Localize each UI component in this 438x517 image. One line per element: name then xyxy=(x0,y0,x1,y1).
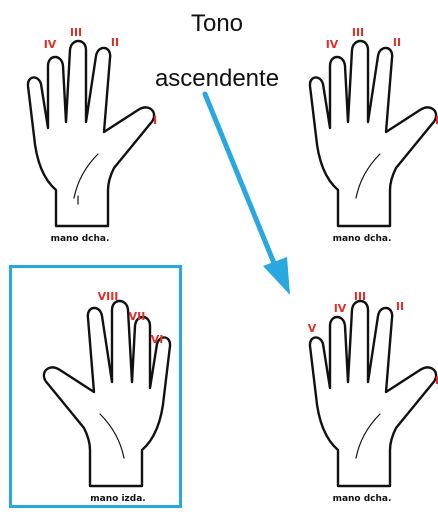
title-line-1: Tono xyxy=(191,10,243,38)
hand-top-left: IV III II I mano dcha. xyxy=(18,28,178,248)
finger-label-middle: III xyxy=(70,26,82,39)
finger-label-index: VIII xyxy=(98,290,119,303)
finger-label-thumb: I xyxy=(153,114,157,127)
hand-caption: mano dcha. xyxy=(51,234,110,244)
hand-outline xyxy=(28,41,154,226)
hand-caption: mano dcha. xyxy=(333,494,392,504)
hand-caption: mano dcha. xyxy=(333,234,392,244)
finger-label-ring: VI xyxy=(151,333,164,346)
finger-label-index: II xyxy=(396,300,404,313)
finger-label-index: II xyxy=(393,36,401,49)
hand-top-right: IV III II I mano dcha. xyxy=(300,28,438,248)
hand-bottom-left: VIII VII VI mano izda. xyxy=(20,288,180,508)
finger-label-ring: IV xyxy=(44,38,57,51)
finger-label-pinky: V xyxy=(308,322,317,335)
hand-outline xyxy=(310,301,436,486)
hand-bottom-right: V IV III II I mano dcha. xyxy=(300,288,438,508)
hand-caption: mano izda. xyxy=(90,494,145,504)
hand-outline xyxy=(310,41,436,226)
finger-label-ring: IV xyxy=(326,38,339,51)
finger-label-index: II xyxy=(111,36,119,49)
hand-outline xyxy=(44,301,170,486)
finger-label-middle: VII xyxy=(129,310,146,323)
finger-label-middle: III xyxy=(352,26,364,39)
finger-label-ring: IV xyxy=(334,302,347,315)
finger-label-middle: III xyxy=(354,290,366,303)
